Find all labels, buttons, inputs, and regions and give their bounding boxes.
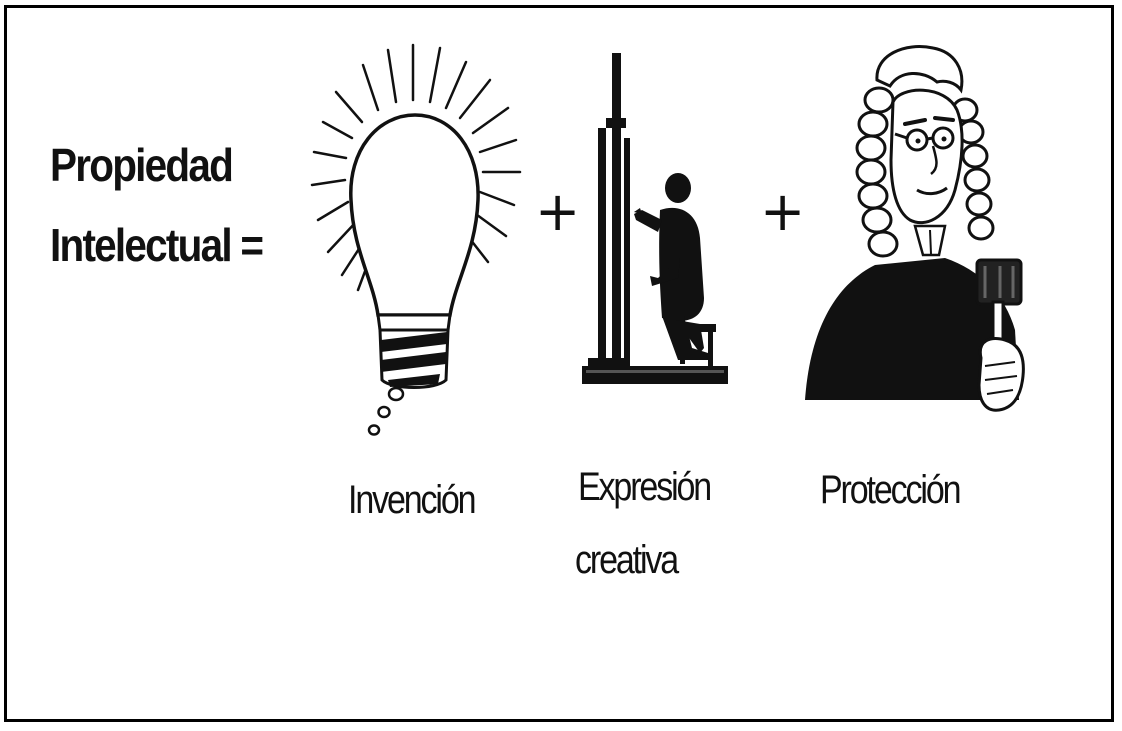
plus-sign-2: + <box>760 180 806 243</box>
judge-icon <box>805 45 1025 412</box>
title-line-1: Propiedad <box>50 139 234 191</box>
caption-invencion: Invención <box>348 478 477 522</box>
caption-expresion-line-1: Expresión <box>578 465 712 509</box>
lightbulb-icon <box>310 43 522 436</box>
caption-proteccion: Protección <box>820 468 962 512</box>
plus-sign-1: + <box>535 180 581 243</box>
caption-expresion-line-2: creativa <box>575 538 679 582</box>
title-line-2: Intelectual = <box>50 219 264 271</box>
painter-icon <box>582 53 728 384</box>
